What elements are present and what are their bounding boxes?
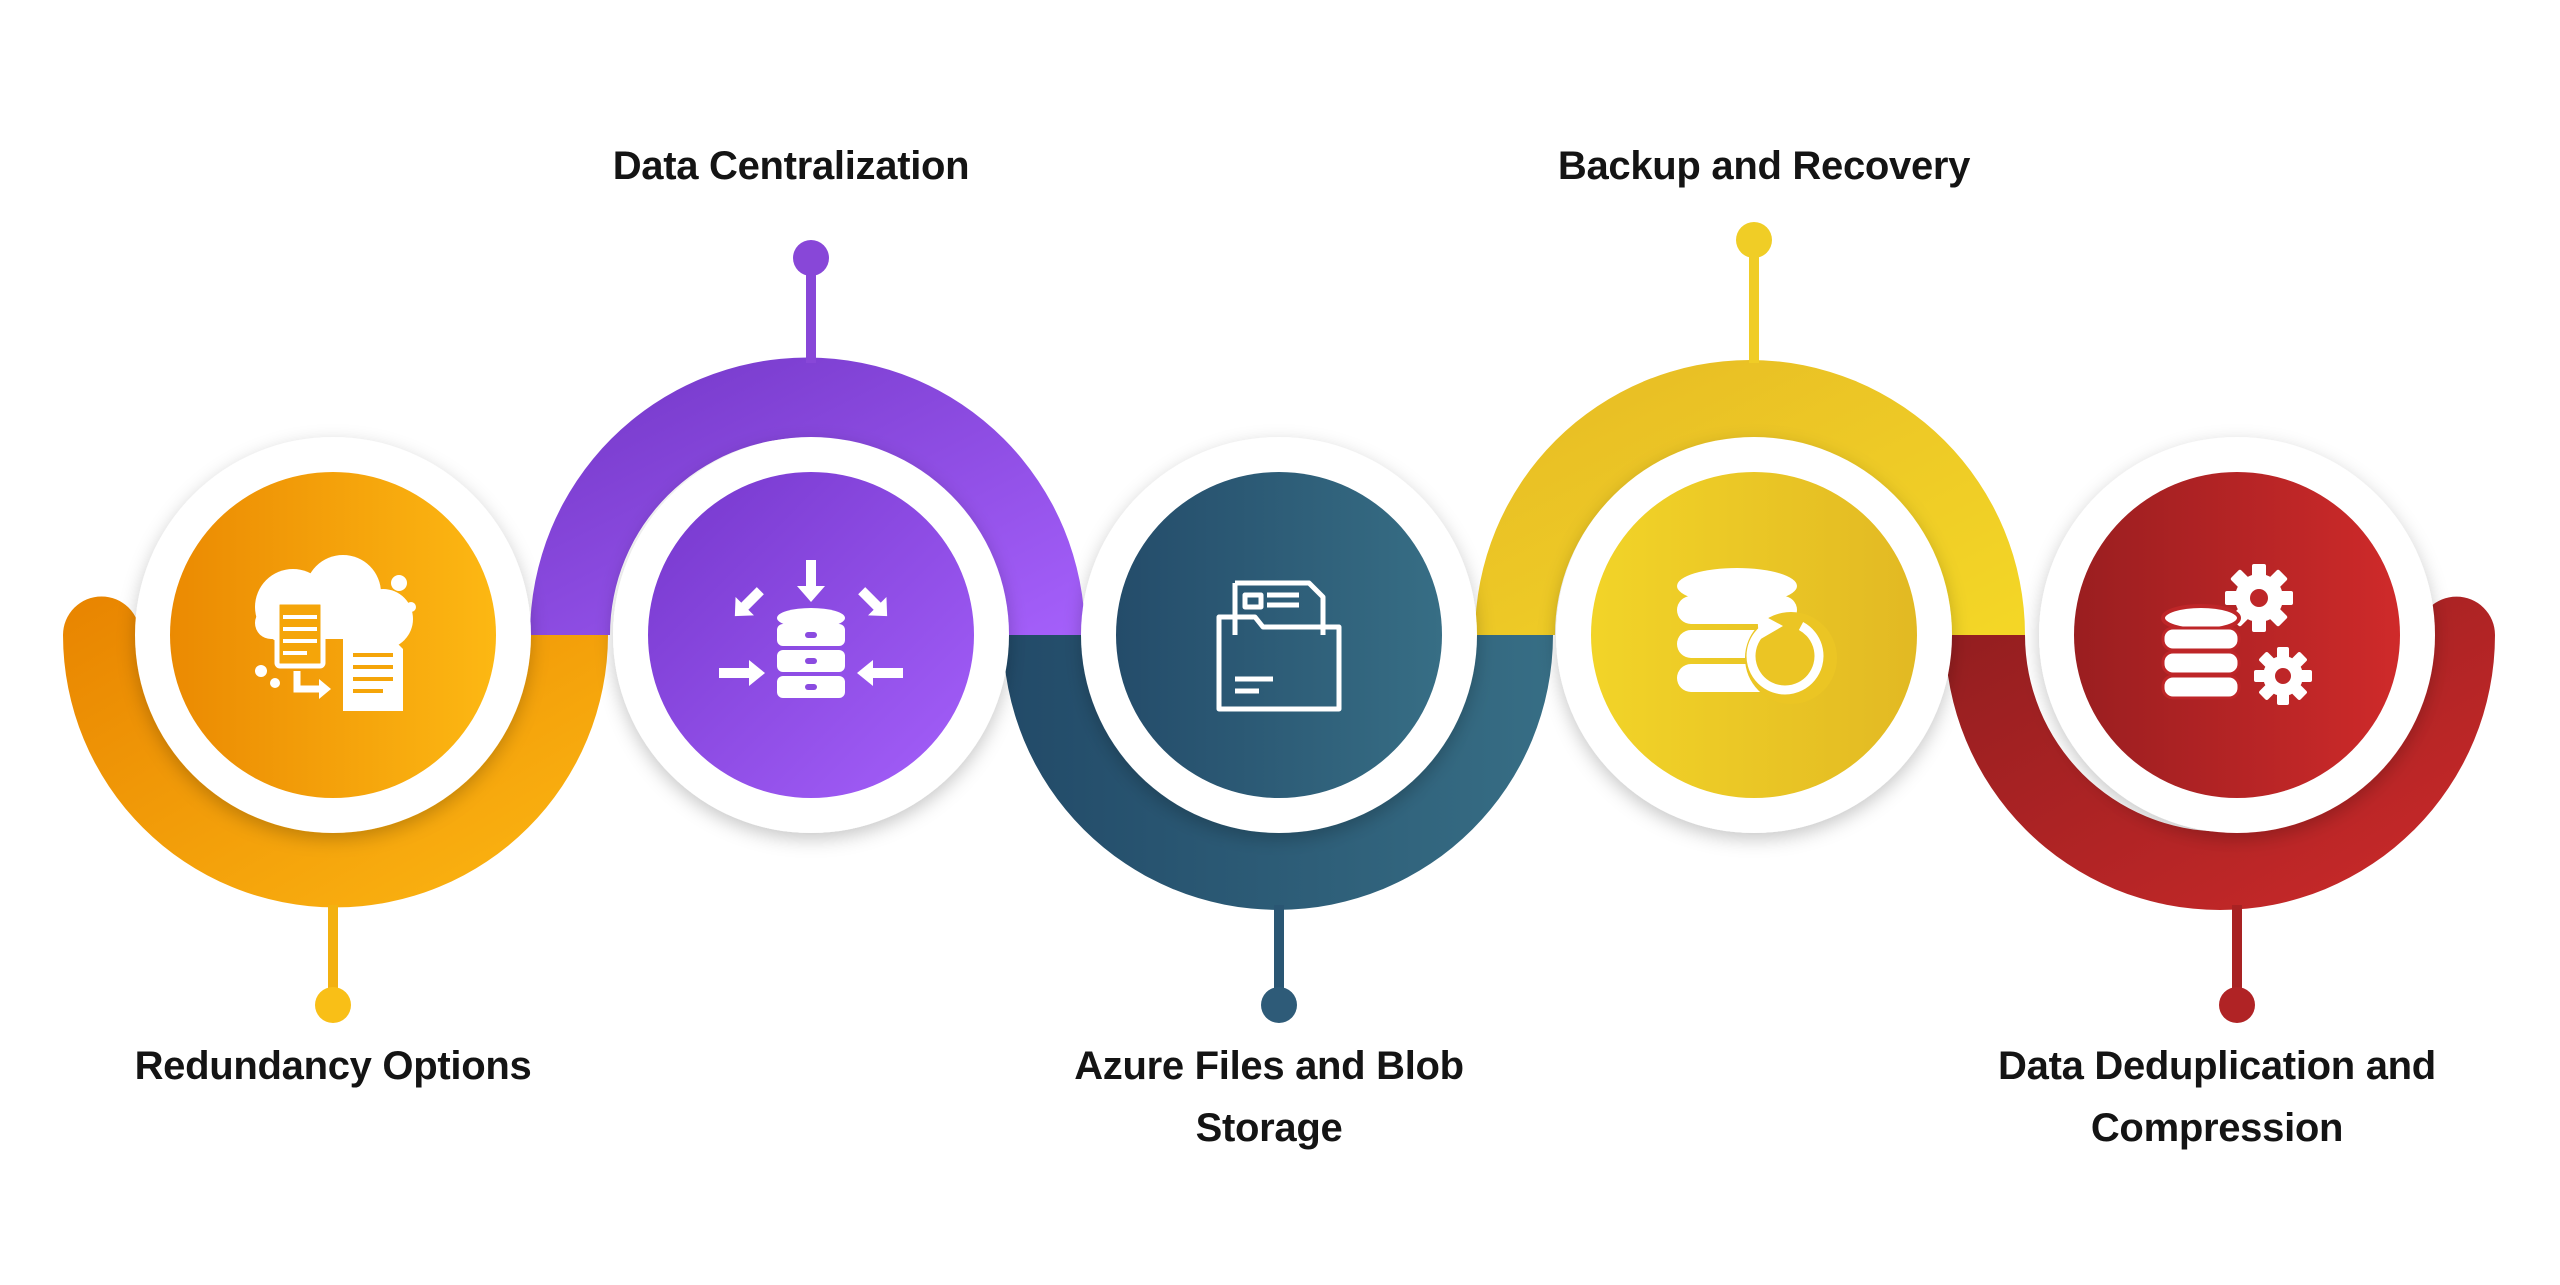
cloud-documents-icon	[255, 555, 416, 711]
connector-backup-recovery	[1736, 222, 1772, 363]
folder-files-icon	[1216, 580, 1342, 712]
database-gears-icon	[2161, 564, 2312, 705]
connector-azure-files-blob-storage	[1261, 905, 1297, 1023]
label-data-deduplication: Data Deduplication and Compression	[1998, 1044, 2436, 1150]
arc-data-deduplication	[1945, 596, 2495, 910]
label-data-centralization: Data Centralization	[612, 144, 970, 188]
arc-backup-recovery	[1475, 360, 2025, 635]
step-redundancy-options	[135, 437, 531, 833]
label-azure-files-blob-storage: Azure Files and Blob Storage	[1074, 1044, 1464, 1150]
label-redundancy-options: Redundancy Options	[134, 1044, 532, 1088]
step-data-deduplication	[2039, 437, 2435, 833]
connector-redundancy-options	[315, 905, 351, 1023]
database-backup-icon	[1677, 568, 1837, 704]
label-backup-recovery: Backup and Recovery	[1557, 144, 1971, 188]
step-azure-files-blob-storage	[1081, 437, 1477, 833]
connector-data-deduplication	[2219, 905, 2255, 1023]
arc-azure-files-blob-storage	[1003, 635, 1553, 910]
arc-redundancy-options	[63, 596, 608, 908]
database-centralize-icon	[719, 560, 903, 698]
step-backup-recovery	[1556, 437, 1952, 833]
step-data-centralization	[613, 437, 1009, 833]
connector-data-centralization	[793, 240, 829, 363]
arc-data-centralization	[530, 357, 1085, 635]
